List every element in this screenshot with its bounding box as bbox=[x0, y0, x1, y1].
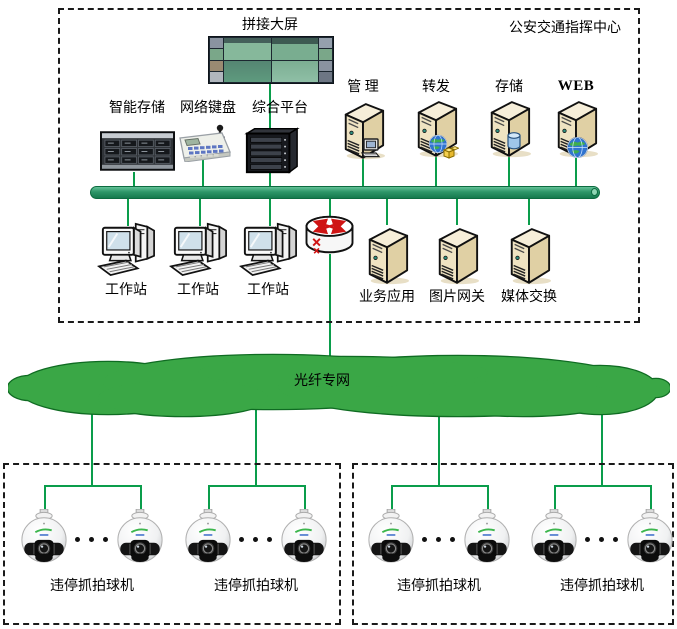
packages-icon bbox=[443, 145, 459, 159]
storage-server-label: 存储 bbox=[495, 80, 523, 95]
dome-camera-icon bbox=[183, 509, 233, 565]
fiber-network-cloud bbox=[8, 353, 670, 418]
video-wall-label: 拼接大屏 bbox=[242, 18, 298, 33]
connector-line bbox=[435, 156, 437, 186]
backbone-bus bbox=[90, 186, 600, 199]
video-wall-icon bbox=[208, 36, 334, 84]
connector-line bbox=[438, 408, 440, 487]
media-exchange-label: 媒体交换 bbox=[501, 290, 557, 305]
camera-group-label: 违停抓拍球机 bbox=[560, 579, 644, 594]
dome-camera-icon bbox=[279, 509, 329, 565]
dome-camera-icon bbox=[19, 509, 69, 565]
connector-line bbox=[269, 198, 271, 226]
connector-line bbox=[44, 485, 46, 512]
platform-chassis-icon bbox=[243, 123, 301, 175]
connector-line bbox=[456, 198, 458, 225]
database-badge-icon bbox=[506, 131, 522, 151]
connector-line bbox=[650, 485, 652, 512]
field-site-right-boundary bbox=[352, 463, 674, 625]
dome-camera-icon bbox=[625, 509, 675, 565]
connector-line bbox=[554, 485, 652, 487]
pc-badge-icon bbox=[360, 138, 382, 158]
connector-line bbox=[391, 485, 489, 487]
connector-line bbox=[528, 198, 530, 225]
video-wall-left-thumbnails bbox=[209, 37, 224, 83]
connector-line bbox=[601, 408, 603, 487]
connector-line bbox=[487, 485, 489, 512]
tower-server-icon bbox=[506, 222, 552, 286]
dome-camera-icon bbox=[115, 509, 165, 565]
command-center-boundary bbox=[58, 8, 640, 323]
router-icon bbox=[303, 212, 356, 258]
command-center-title: 公安交通指挥中心 bbox=[509, 21, 621, 36]
workstation-icon bbox=[239, 220, 301, 278]
workstation-label: 工作站 bbox=[247, 283, 289, 298]
globe-badge-icon bbox=[566, 136, 589, 159]
video-wall-right-thumbnails bbox=[318, 37, 333, 83]
connector-line bbox=[202, 160, 204, 186]
connector-line bbox=[575, 158, 577, 186]
platform-label: 综合平台 bbox=[252, 101, 308, 116]
camera-group-label: 违停抓拍球机 bbox=[214, 579, 298, 594]
connector-line bbox=[329, 198, 331, 218]
connector-line bbox=[91, 408, 93, 487]
camera-group-label: 违停抓拍球机 bbox=[50, 579, 134, 594]
camera-group-label: 违停抓拍球机 bbox=[397, 579, 481, 594]
storage-array-icon bbox=[100, 128, 175, 172]
bus-end-cap bbox=[591, 187, 598, 196]
ellipsis-dots bbox=[585, 537, 618, 542]
connector-line bbox=[208, 485, 306, 487]
dome-camera-icon bbox=[462, 509, 512, 565]
ellipsis-dots bbox=[422, 537, 455, 542]
connector-line bbox=[127, 198, 129, 226]
mgmt-server-label: 管 理 bbox=[347, 80, 379, 95]
workstation-icon bbox=[169, 220, 231, 278]
forward-server-label: 转发 bbox=[422, 80, 450, 95]
connector-line bbox=[140, 485, 142, 512]
connector-line bbox=[508, 156, 510, 186]
connector-line bbox=[255, 408, 257, 487]
workstation-label: 工作站 bbox=[105, 283, 147, 298]
workstation-icon bbox=[97, 220, 159, 278]
connector-line bbox=[391, 485, 393, 512]
connector-line bbox=[208, 485, 210, 512]
connector-line bbox=[554, 485, 556, 512]
workstation-label: 工作站 bbox=[177, 283, 219, 298]
connector-line bbox=[386, 198, 388, 225]
connector-line bbox=[304, 485, 306, 512]
ellipsis-dots bbox=[239, 537, 272, 542]
network-keyboard-label: 网络键盘 bbox=[180, 101, 236, 116]
web-server-label: WEB bbox=[557, 78, 595, 94]
connector-line bbox=[133, 172, 135, 186]
connector-line bbox=[329, 254, 331, 364]
storage-array-label: 智能存储 bbox=[109, 101, 165, 116]
business-app-label: 业务应用 bbox=[359, 290, 415, 305]
video-wall-screens bbox=[224, 37, 318, 83]
connector-line bbox=[44, 485, 142, 487]
tower-server-icon bbox=[434, 222, 480, 286]
connector-line bbox=[362, 156, 364, 186]
fiber-network-label: 光纤专网 bbox=[294, 374, 350, 389]
field-site-left-boundary bbox=[3, 463, 341, 625]
tower-server-icon bbox=[364, 222, 410, 286]
dome-camera-icon bbox=[529, 509, 579, 565]
connector-line bbox=[199, 198, 201, 226]
dome-camera-icon bbox=[366, 509, 416, 565]
control-keyboard-icon bbox=[176, 124, 232, 162]
ellipsis-dots bbox=[75, 537, 108, 542]
picture-gateway-label: 图片网关 bbox=[429, 290, 485, 305]
